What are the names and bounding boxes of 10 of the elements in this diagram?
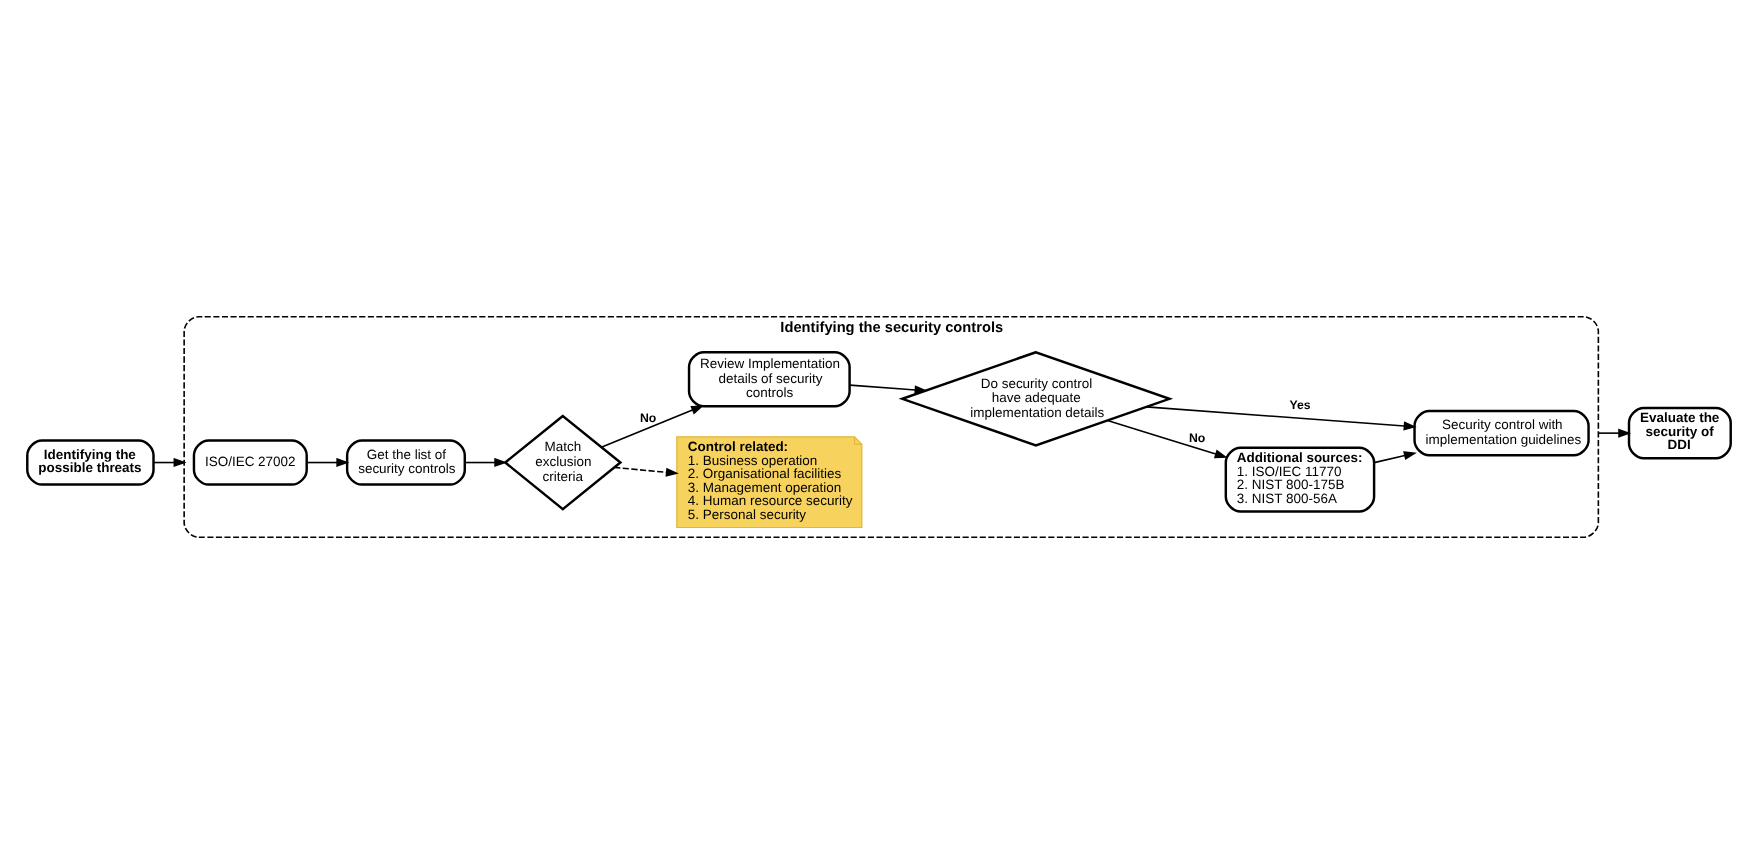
arrow xyxy=(1597,428,1632,438)
arrow xyxy=(464,458,508,468)
arrow xyxy=(306,458,350,468)
arrow xyxy=(613,466,679,477)
arrow xyxy=(1373,451,1417,464)
arrow xyxy=(601,405,705,448)
arrow xyxy=(1106,419,1228,459)
arrow xyxy=(153,457,187,468)
arrow xyxy=(1145,406,1417,431)
arrow xyxy=(849,384,928,395)
